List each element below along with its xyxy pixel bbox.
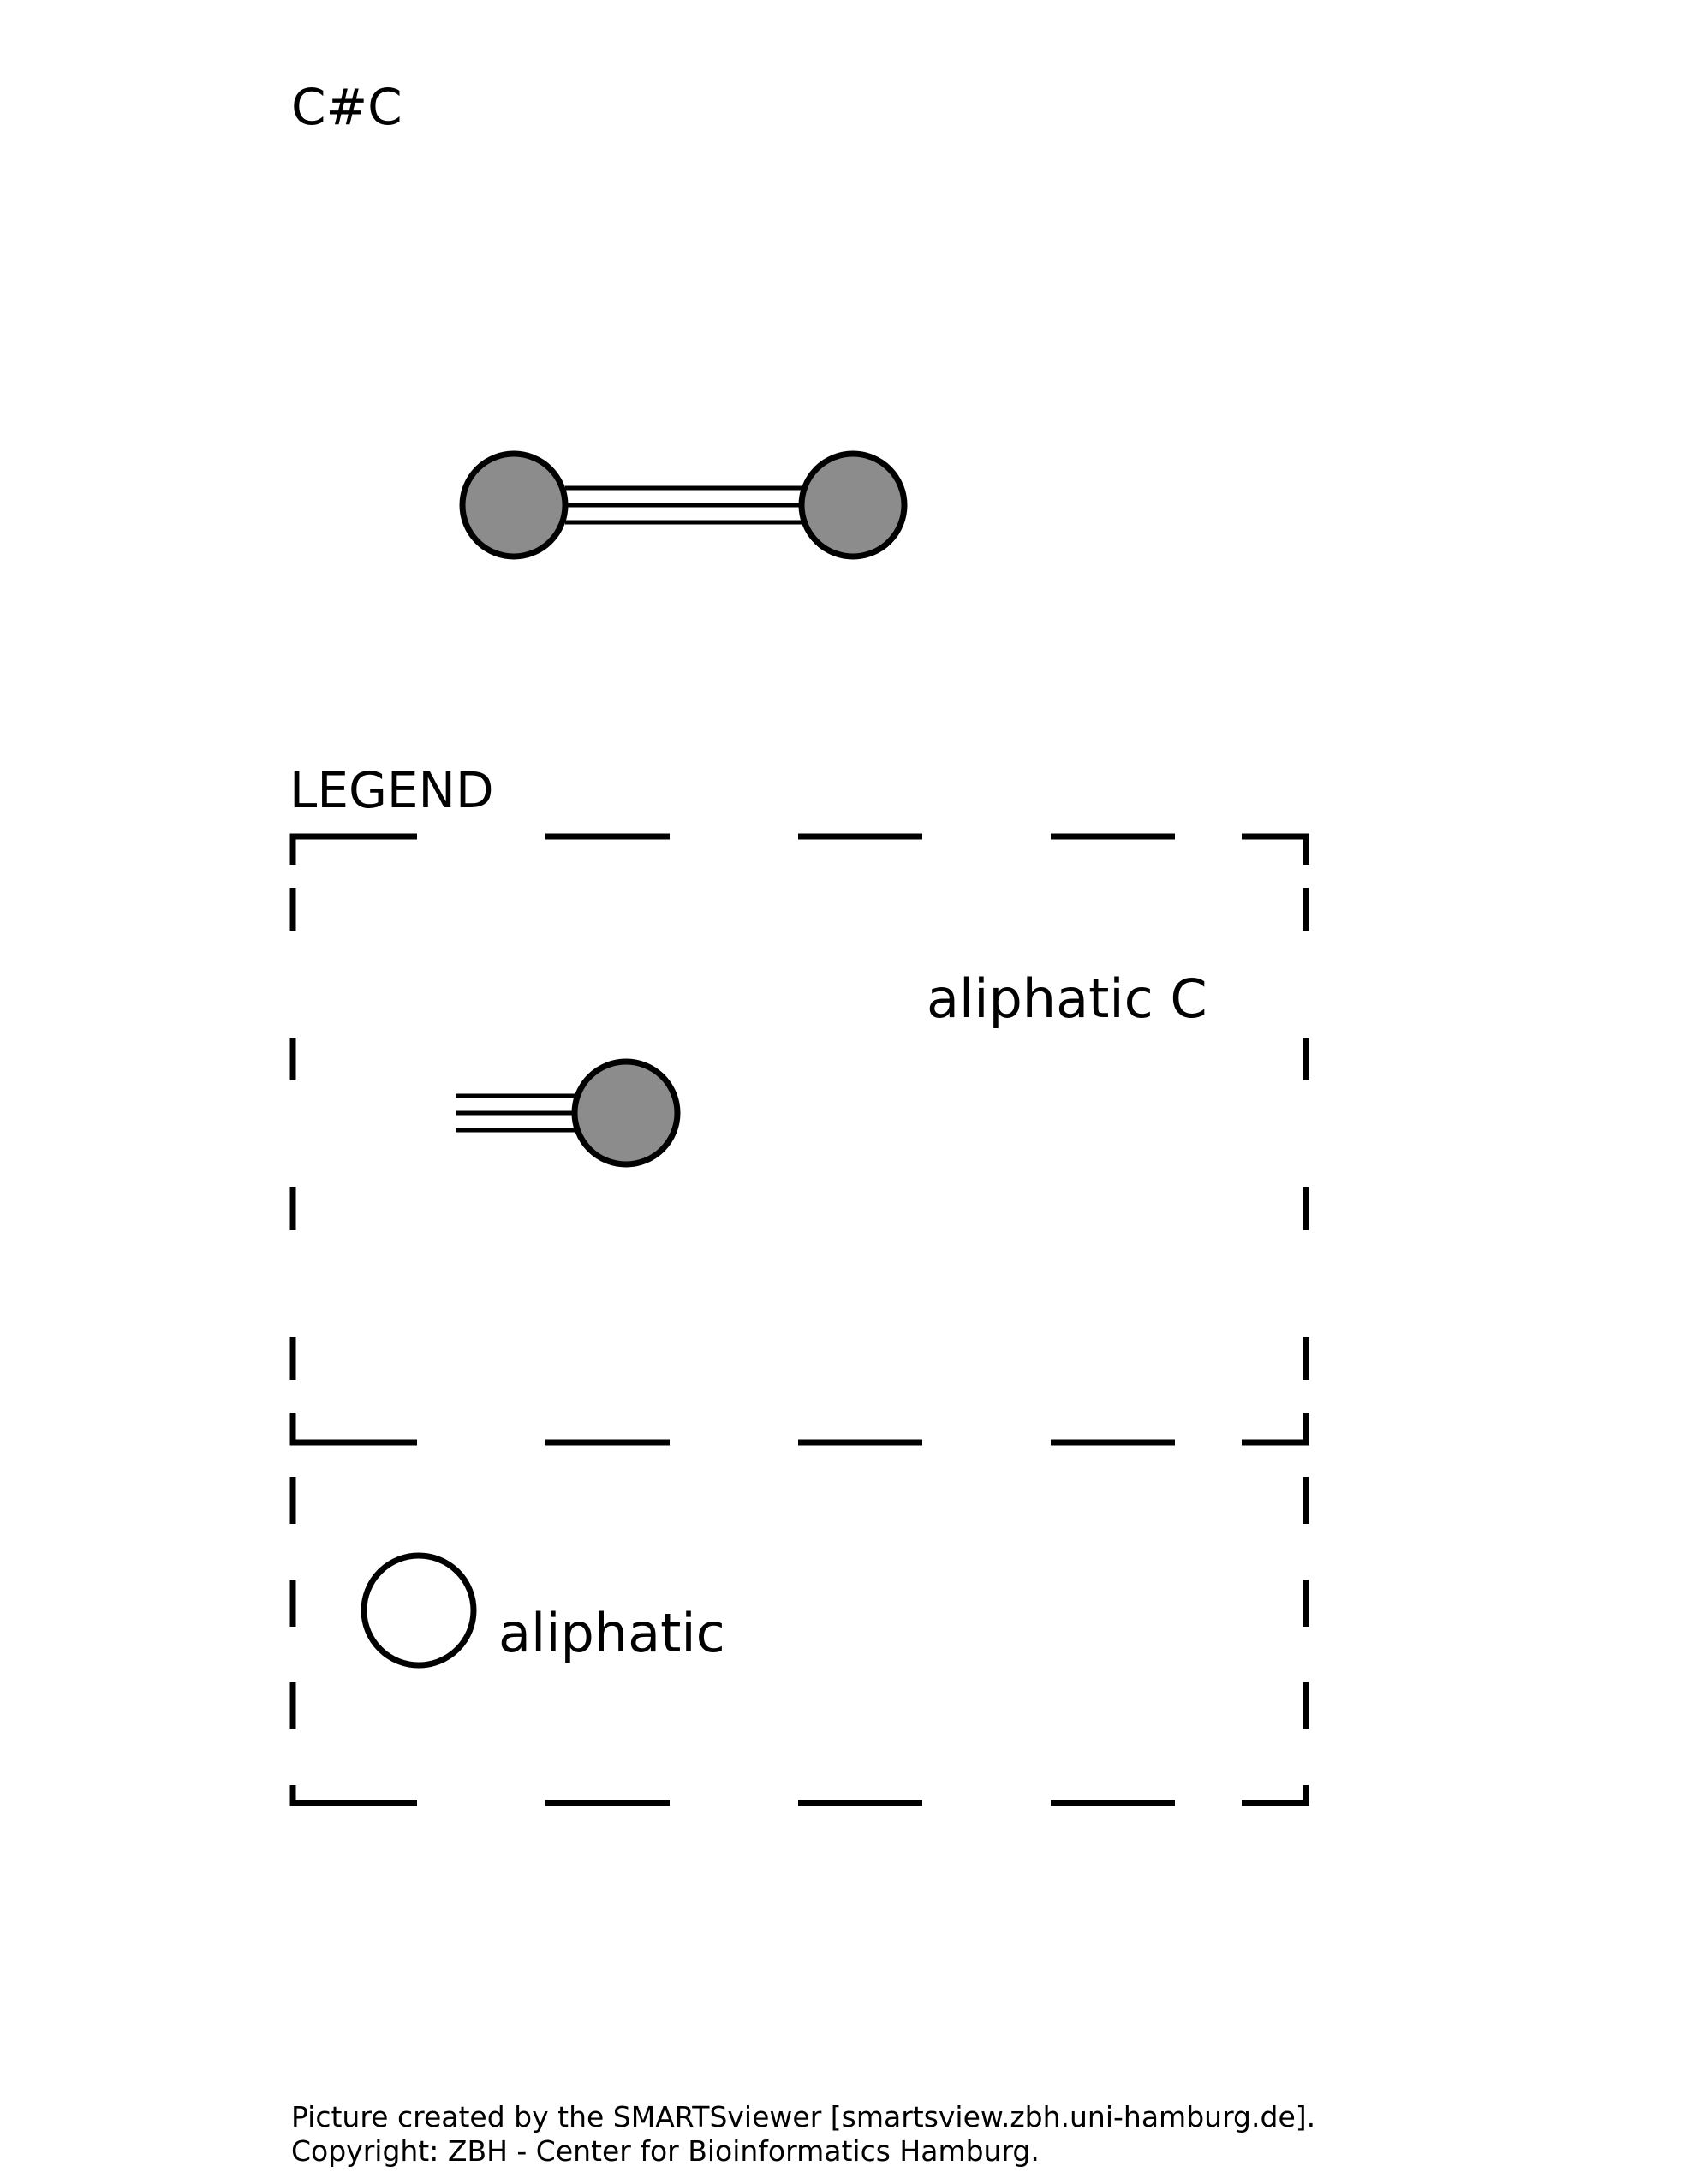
legend-triple-bond bbox=[456, 1093, 582, 1133]
legend-type-label: aliphatic bbox=[498, 1602, 725, 1664]
legend-box-sides bbox=[289, 836, 1309, 1443]
atom-carbon-2 bbox=[798, 450, 908, 560]
atom-carbon-1 bbox=[459, 450, 569, 560]
footer-copyright: Copyright: ZBH - Center for Bioinformati… bbox=[291, 2134, 1040, 2168]
legend-box-corners bbox=[289, 833, 1309, 1446]
legend-title: LEGEND bbox=[289, 761, 494, 819]
legend-box-types-corners bbox=[289, 1785, 1309, 1806]
footer-credit: Picture created by the SMARTSviewer [sma… bbox=[291, 2100, 1315, 2133]
smarts-pattern-title: C#C bbox=[291, 78, 402, 136]
legend-box-atoms bbox=[293, 833, 1306, 1446]
molecule bbox=[459, 450, 908, 560]
legend-aliphatic-circle bbox=[361, 1552, 477, 1669]
legend-box-types-sides bbox=[289, 1443, 1309, 1803]
triple-bond bbox=[565, 485, 805, 525]
legend-atom-label: aliphatic C bbox=[927, 967, 1207, 1030]
legend-atom-carbon bbox=[571, 1058, 681, 1168]
